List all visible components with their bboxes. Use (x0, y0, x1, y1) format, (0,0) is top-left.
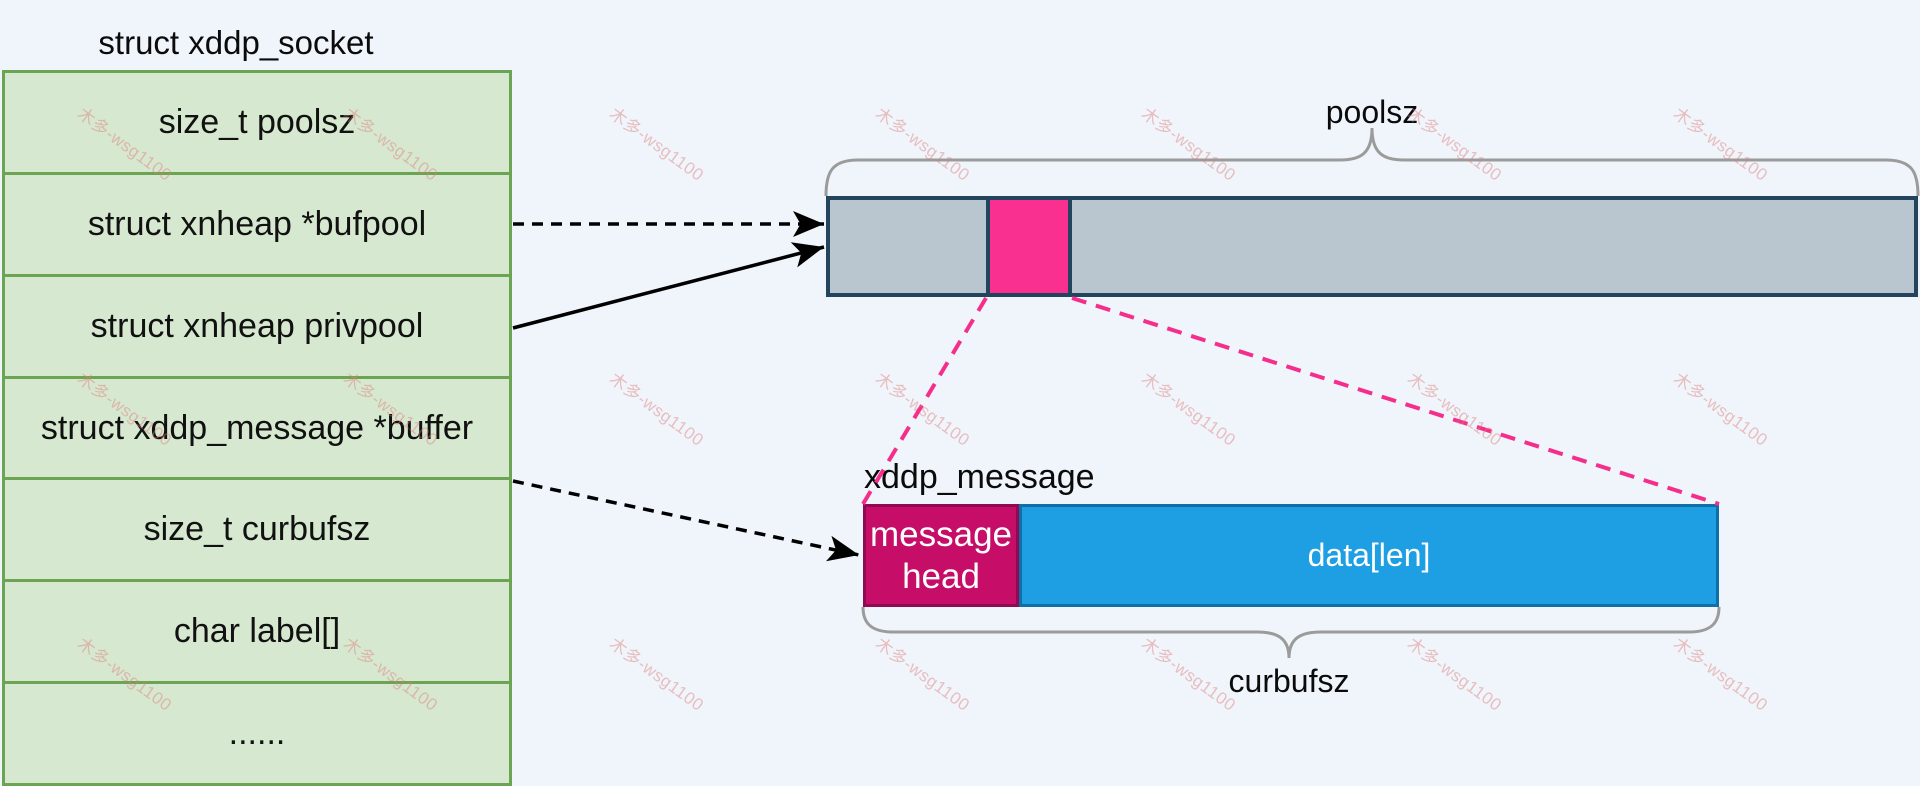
struct-field-row-ellipsis: ...... (5, 681, 509, 783)
field-label: size_t poolsz (158, 102, 356, 141)
poolsz-brace (824, 127, 1920, 197)
watermark-text: 木多-wsg1100 (605, 104, 708, 185)
field-label: struct xnheap privpool (90, 306, 424, 345)
struct-field-row-poolsz: size_t poolsz (5, 73, 509, 172)
message-head-cell: message head (863, 504, 1019, 607)
poolsz-label: poolsz (1325, 94, 1419, 130)
message-head-line1: message (869, 514, 1013, 554)
xddp-message-label: xddp_message (864, 458, 1095, 496)
watermark-text: 木多-wsg1100 (871, 369, 974, 450)
buffer-arrow (512, 479, 860, 562)
watermark-text: 木多-wsg1100 (1137, 369, 1240, 450)
pool-used-segment (986, 196, 1072, 297)
struct-table-title: struct xddp_socket (98, 24, 374, 61)
detail-line-right (1071, 296, 1720, 506)
field-label: size_t curbufsz (143, 510, 371, 549)
watermark-text: 木多-wsg1100 (871, 634, 974, 715)
curbufsz-brace (861, 606, 1721, 659)
struct-table: size_t poolsz struct xnheap *bufpool str… (2, 70, 512, 786)
watermark-text: 木多-wsg1100 (605, 369, 708, 450)
watermark-text: 木多-wsg1100 (1669, 104, 1772, 185)
curbufsz-label: curbufsz (1228, 663, 1350, 699)
struct-field-row-label: char label[] (5, 579, 509, 681)
watermark-text: 木多-wsg1100 (1669, 369, 1772, 450)
data-len-label: data[len] (1307, 537, 1431, 573)
struct-field-row-bufpool: struct xnheap *bufpool (5, 171, 509, 274)
watermark-text: 木多-wsg1100 (1403, 634, 1506, 715)
privpool-arrow (512, 242, 825, 330)
struct-field-row-buffer: struct xddp_message *buffer (5, 375, 509, 478)
struct-field-row-curbufsz: size_t curbufsz (5, 477, 509, 579)
field-label: char label[] (173, 612, 341, 651)
watermark-text: 木多-wsg1100 (1137, 104, 1240, 185)
struct-field-row-privpool: struct xnheap privpool (5, 273, 509, 376)
field-label: ...... (228, 714, 286, 753)
watermark-text: 木多-wsg1100 (1403, 369, 1506, 450)
field-label: struct xddp_message *buffer (40, 408, 474, 447)
watermark-text: 木多-wsg1100 (871, 104, 974, 185)
message-data-cell: data[len] (1019, 504, 1719, 607)
field-label: struct xnheap *bufpool (87, 204, 427, 243)
message-head-line2: head (902, 556, 980, 596)
watermark-text: 木多-wsg1100 (605, 634, 708, 715)
watermark-text: 木多-wsg1100 (1669, 634, 1772, 715)
